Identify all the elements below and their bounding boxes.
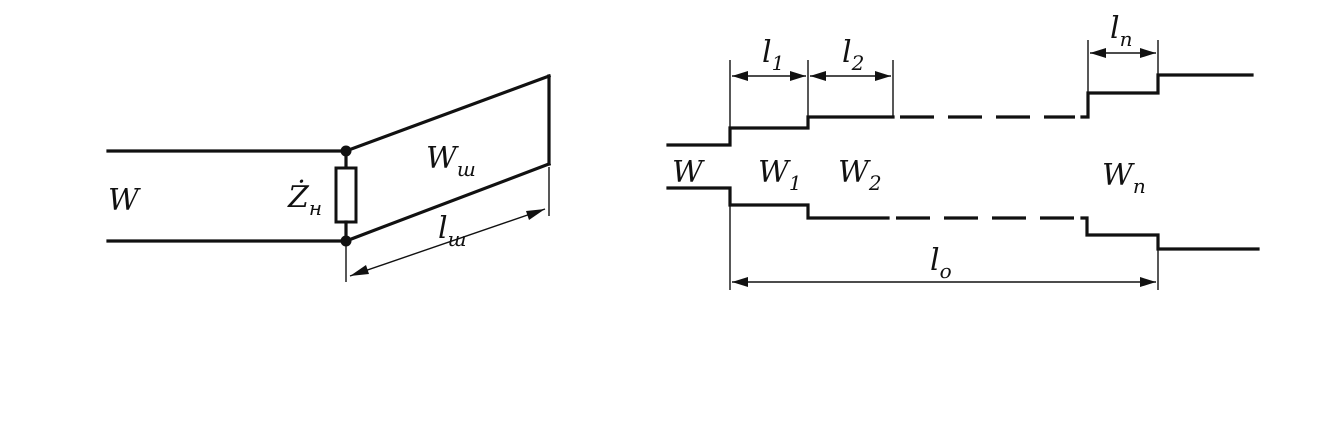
transformer-top-conductor-start <box>666 115 895 147</box>
transformer-bottom-conductor-end <box>1080 216 1260 251</box>
load-impedance-label: Żн <box>287 179 322 220</box>
stub-length-label: lш <box>438 211 467 251</box>
section-1-impedance-label: W1 <box>758 155 802 195</box>
section-2-length-symbol: l <box>842 35 852 70</box>
stub-impedance-subscript: ш <box>457 157 476 181</box>
section-2-impedance-subscript: 2 <box>868 171 882 195</box>
total-length-arrow-left <box>732 277 748 287</box>
section-n-impedance-label: Wп <box>1102 158 1146 198</box>
line-impedance-label: W <box>108 183 141 218</box>
l2-arrow-right <box>875 71 891 81</box>
section-1-length-subscript: 1 <box>772 51 785 75</box>
stub-length-arrow-left <box>350 265 369 276</box>
section-1-impedance-subscript: 1 <box>789 171 802 195</box>
section-1-length-symbol: l <box>762 35 772 70</box>
section-n-length-subscript: п <box>1120 27 1133 51</box>
section-n-impedance-symbol: W <box>1102 158 1135 193</box>
total-length-arrow-right <box>1140 277 1156 287</box>
stub-length-dimension-line <box>349 208 546 277</box>
stub-length-arrow-right <box>526 209 545 220</box>
stub-length-subscript: ш <box>448 227 467 251</box>
section-1-length-label: l1 <box>762 35 784 75</box>
section-n-impedance-subscript: п <box>1133 174 1146 198</box>
total-length-label: lo <box>930 243 952 283</box>
load-impedance-subscript: н <box>309 196 322 220</box>
total-length-subscript: o <box>940 259 952 283</box>
stub-matching-diagram: W Żн Wш lш <box>106 73 552 282</box>
section-2-length-label: l2 <box>842 35 864 75</box>
load-impedance-box <box>334 166 358 224</box>
transformer-bottom-conductor-start <box>666 186 890 220</box>
stub-impedance-label: Wш <box>426 141 476 181</box>
stub-top-conductor <box>343 73 552 154</box>
section-n-length-label: lп <box>1110 11 1133 51</box>
input-line-label: W <box>672 155 705 190</box>
section-2-impedance-label: W2 <box>838 155 882 195</box>
ln-arrow-left <box>1090 48 1106 58</box>
l2-arrow-left <box>810 71 826 81</box>
stepped-transformer-diagram: W W1 W2 Wп l1 l2 lп lo <box>666 11 1260 290</box>
stub-length-symbol: l <box>438 211 448 246</box>
section-2-length-subscript: 2 <box>851 51 865 75</box>
load-impedance-symbol: Ż <box>287 179 310 215</box>
transformer-top-conductor-end <box>1080 73 1254 119</box>
section-1-impedance-symbol: W <box>758 155 791 190</box>
l1-arrow-left <box>732 71 748 81</box>
section-2-impedance-symbol: W <box>838 155 871 190</box>
total-length-symbol: l <box>930 243 940 278</box>
stub-bottom-conductor <box>343 161 552 244</box>
ln-arrow-right <box>1140 48 1156 58</box>
l1-arrow-right <box>790 71 806 81</box>
stub-impedance-symbol: W <box>426 141 459 176</box>
section-n-length-symbol: l <box>1110 11 1120 46</box>
